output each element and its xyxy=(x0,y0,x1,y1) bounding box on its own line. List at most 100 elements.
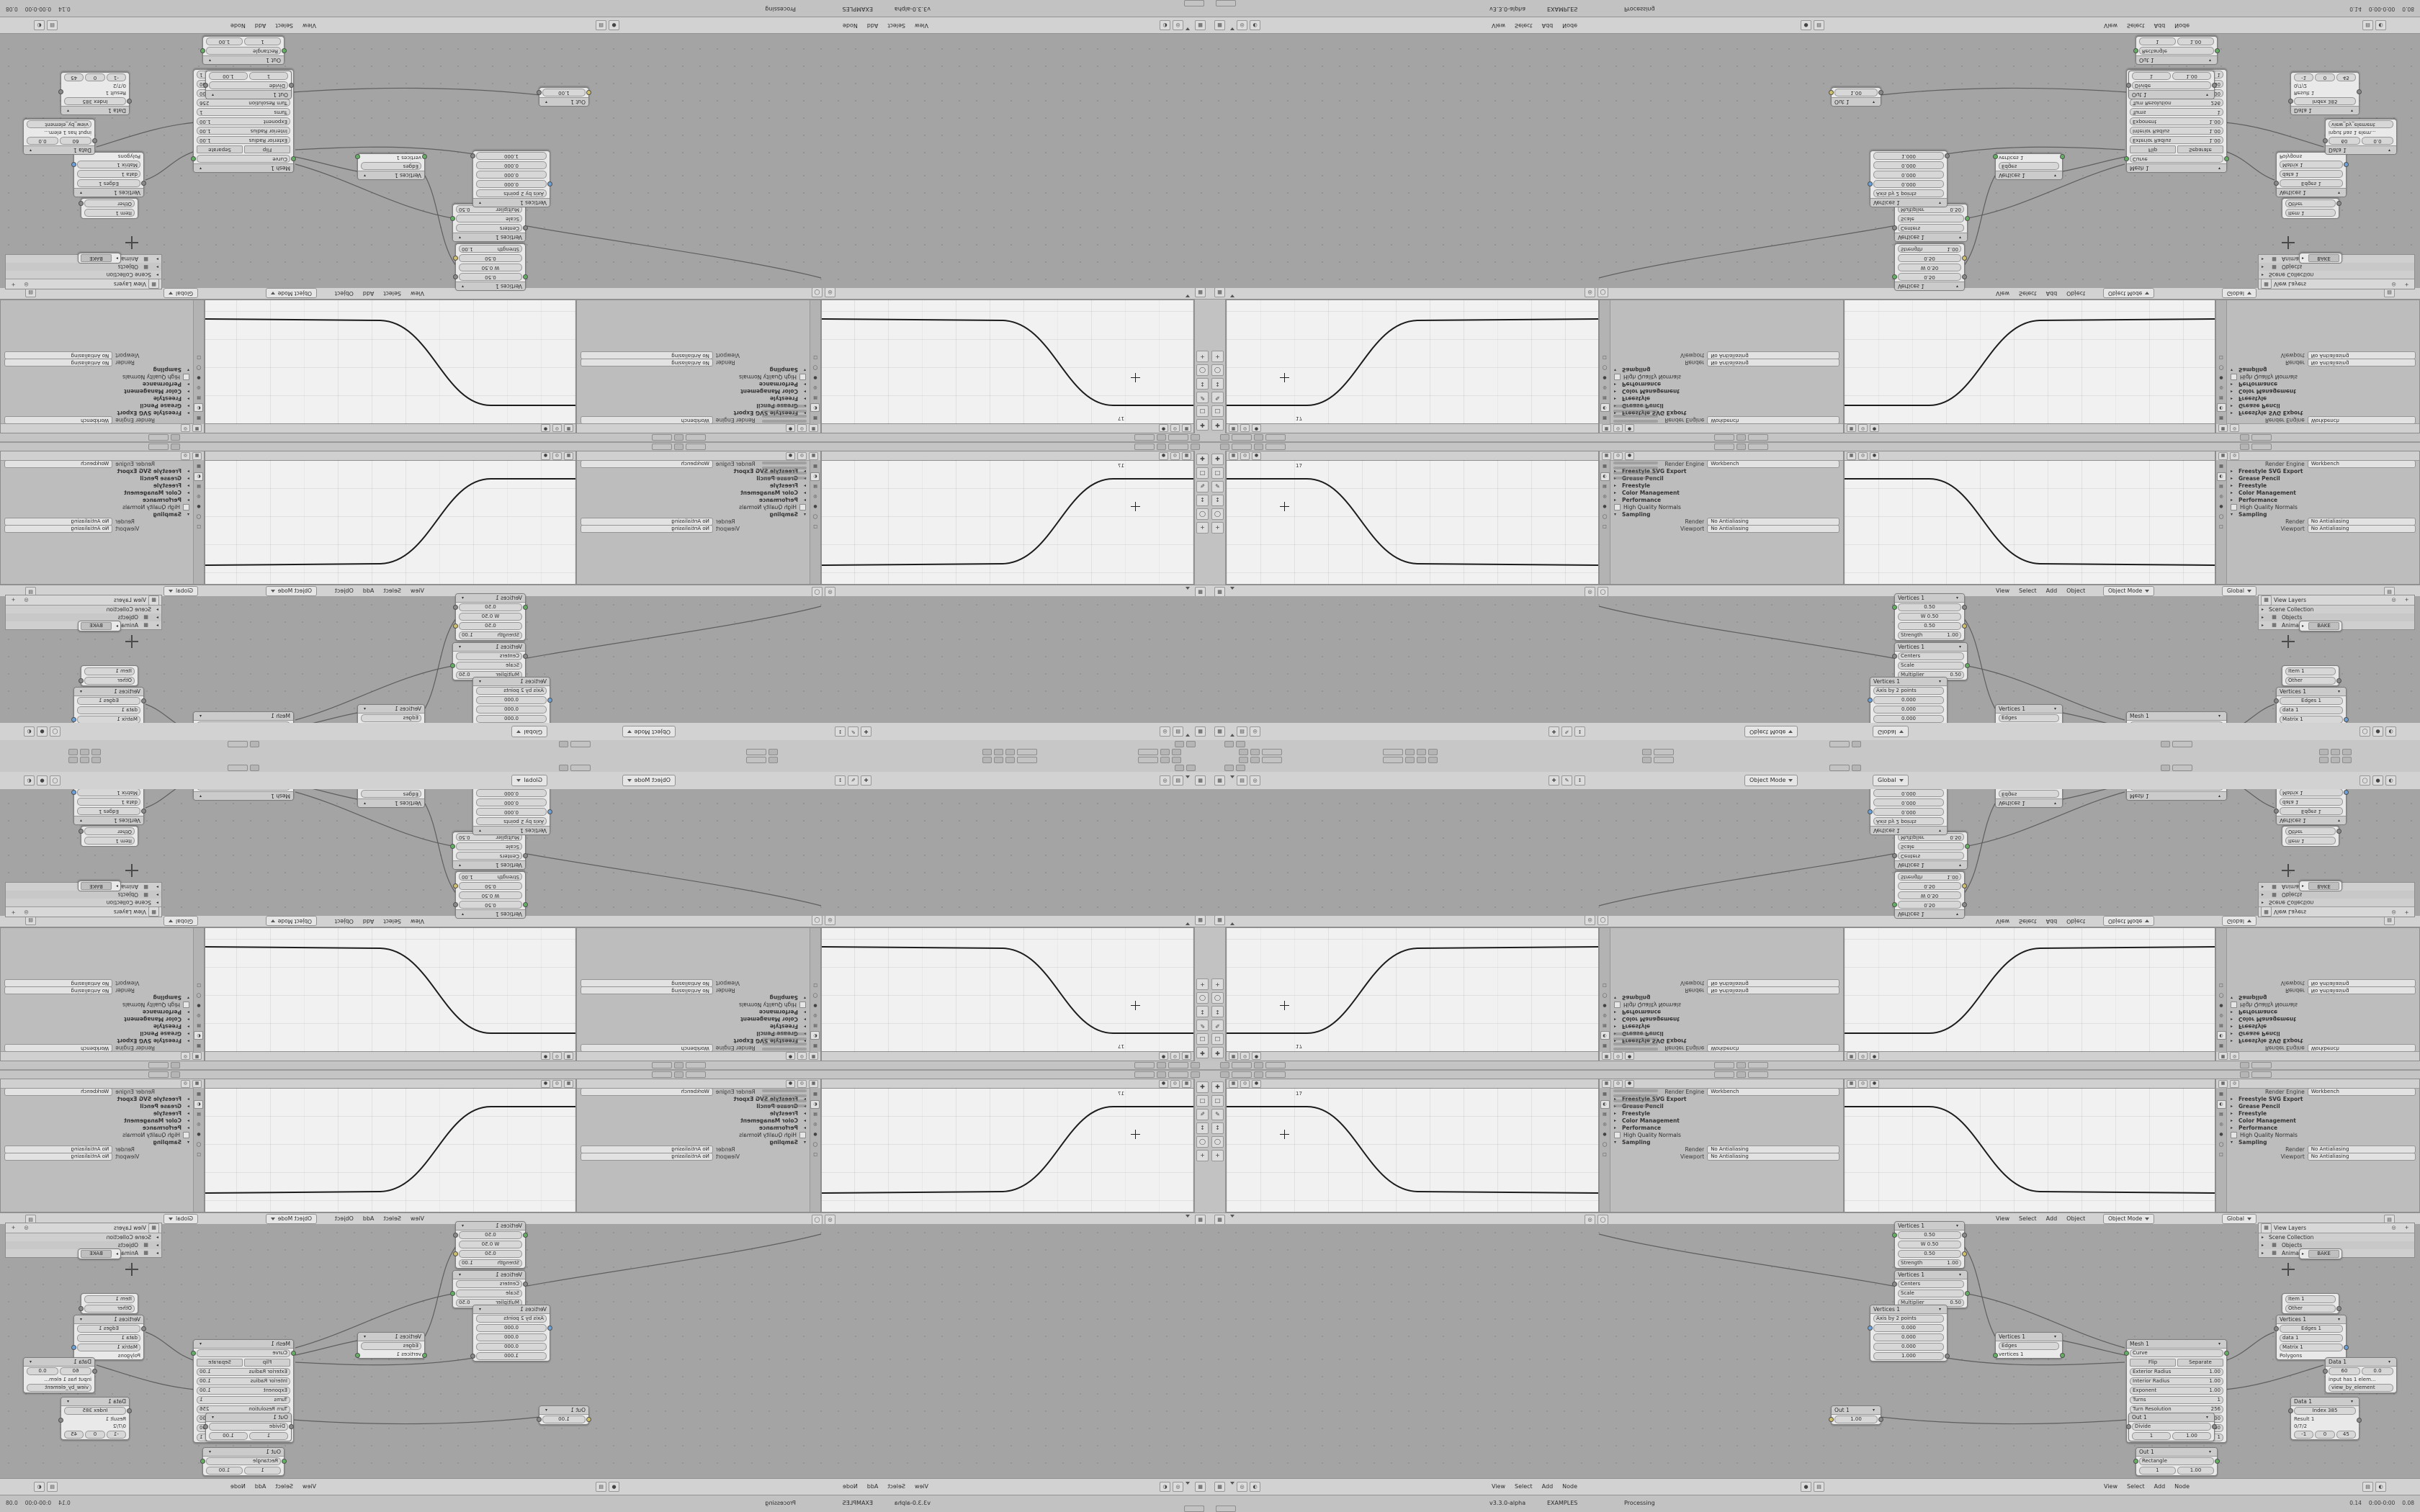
render-aa-dropdown[interactable]: No Antialiasing xyxy=(2307,359,2416,367)
value-field[interactable]: 1 xyxy=(2132,72,2171,80)
checkbox[interactable] xyxy=(1614,374,1621,381)
checkbox[interactable] xyxy=(2231,1002,2237,1009)
socket-icon[interactable] xyxy=(355,1353,360,1358)
info-chip[interactable] xyxy=(1748,434,1768,441)
outliner-item-scene-collection[interactable]: ▸Scene Collection xyxy=(2262,606,2314,613)
section-row[interactable]: ▸Freestyle SVG Export xyxy=(2231,1095,2303,1102)
filter-icon[interactable]: ◎ xyxy=(2230,451,2239,460)
section-row[interactable]: ▸Freestyle xyxy=(2231,395,2267,402)
socket-icon[interactable] xyxy=(547,809,552,814)
socket-icon[interactable] xyxy=(2060,1353,2065,1358)
curve-editor-2[interactable]: ▦ ◎ ● xyxy=(1844,451,2215,585)
toolbar-button[interactable] xyxy=(746,757,766,763)
tab-scene-icon[interactable]: ● xyxy=(813,1132,817,1137)
node-matrix[interactable]: Vertices 1▾ Edges 1 data 1 Matrix 1 Poly… xyxy=(2274,789,2349,825)
editor-type-icon[interactable]: ▦ xyxy=(2218,424,2228,433)
value-field[interactable]: 0.50 xyxy=(1898,882,1961,890)
orientation-dropdown[interactable]: Global xyxy=(2222,1214,2257,1224)
render-engine-dropdown[interactable]: Workbench xyxy=(4,416,113,425)
info-chip[interactable] xyxy=(1265,434,1286,441)
node-axis[interactable]: Vertices 1▾ Axis by 2 points 0.000 0.000… xyxy=(1868,150,1950,207)
node-edges[interactable]: Vertices 1▾ Edges vertices 1 xyxy=(357,789,425,808)
enum-dropdown[interactable]: data 1 xyxy=(2280,706,2343,714)
key-icon[interactable]: ● xyxy=(1252,451,1261,460)
checkbox[interactable] xyxy=(183,1131,189,1138)
info-chip[interactable] xyxy=(652,434,672,441)
value-field[interactable]: 1.00 xyxy=(2177,37,2214,45)
socket-icon[interactable] xyxy=(79,829,84,834)
render-aa-dropdown[interactable]: No Antialiasing xyxy=(581,986,713,995)
info-chip[interactable] xyxy=(1232,434,1252,441)
node-editor-canvas[interactable]: ▦ View Layers ◎ + ▸Scene Collection ▸▦Ob… xyxy=(0,1221,1210,1476)
node-edges[interactable]: Vertices 1▾ Edges vertices 1 xyxy=(355,153,427,180)
curve-editor-1[interactable]: ▦ ◎ ● 17 xyxy=(821,451,1194,585)
cursor-crosshair-icon[interactable] xyxy=(1280,1001,1289,1010)
select-tool-icon[interactable]: ✚ xyxy=(1211,419,1224,431)
orientation-dropdown[interactable]: Global xyxy=(511,726,547,737)
socket-icon[interactable] xyxy=(2126,1424,2131,1429)
snap-icon[interactable]: ◎ xyxy=(1173,20,1183,30)
info-chip[interactable] xyxy=(686,1062,706,1068)
toolbar-button[interactable] xyxy=(2331,749,2340,755)
tab-render-icon[interactable]: ◐ xyxy=(1600,403,1610,412)
outliner-item-scene-collection[interactable]: ▸Scene Collection xyxy=(2262,271,2314,278)
menu-add[interactable]: Add xyxy=(254,1483,266,1490)
section-row[interactable]: ▸Color Management xyxy=(2231,489,2296,496)
menu-select[interactable]: Select xyxy=(275,22,294,29)
overlay-icon[interactable]: ◐ xyxy=(1250,20,1260,30)
menu-view[interactable]: View xyxy=(1492,1483,1505,1490)
info-chip[interactable] xyxy=(2240,434,2249,441)
tab-render-icon[interactable]: ◐ xyxy=(810,403,820,412)
editor-type-icon[interactable]: ▦ xyxy=(1602,451,1611,460)
section-row[interactable]: ▸Color Management xyxy=(1614,489,1680,496)
sampling-section-row[interactable]: ▾Sampling xyxy=(769,1138,807,1146)
flip-button[interactable]: Flip xyxy=(244,1359,290,1367)
socket-icon[interactable] xyxy=(450,663,455,668)
tab-viewlayer-icon[interactable]: ◎ xyxy=(2219,494,2223,499)
value-field[interactable]: 1 xyxy=(249,1432,288,1440)
separate-button[interactable]: Separate xyxy=(197,145,243,153)
socket-icon[interactable] xyxy=(1892,1233,1897,1238)
section-row[interactable]: ▸Freestyle SVG Export xyxy=(2231,410,2303,417)
socket-icon[interactable] xyxy=(2288,1408,2293,1413)
section-row[interactable]: ▸Performance xyxy=(758,1124,806,1131)
snap-icon[interactable]: ◎ xyxy=(1585,1215,1595,1225)
info-chip[interactable] xyxy=(1232,444,1252,450)
parent-icon[interactable]: ▤ xyxy=(596,1482,606,1492)
section-row[interactable]: ▸Performance xyxy=(2231,496,2278,503)
info-chip[interactable] xyxy=(1168,434,1188,441)
socket-icon[interactable] xyxy=(92,138,97,143)
section-row[interactable]: ▸Grease Pencil xyxy=(140,474,189,482)
section-row[interactable]: ▸Performance xyxy=(758,496,806,503)
section-row[interactable]: ▸Color Management xyxy=(1614,1117,1680,1124)
scale-tool-icon[interactable]: ↕ xyxy=(1211,1006,1224,1017)
socket-icon[interactable] xyxy=(1962,605,1967,610)
socket-icon[interactable] xyxy=(71,1345,76,1350)
tab-tool-icon[interactable]: ▦ xyxy=(2219,1043,2223,1048)
enum-dropdown[interactable]: Centers xyxy=(456,652,522,660)
render-engine-dropdown[interactable]: Workbench xyxy=(1707,1044,1839,1053)
toolbar-button[interactable] xyxy=(982,757,992,763)
section-row[interactable]: ▸Freestyle SVG Export xyxy=(2231,1038,2303,1045)
key-icon[interactable]: ● xyxy=(541,424,550,433)
section-row[interactable]: ▸Performance xyxy=(758,381,806,388)
navigation-gizmo-icon[interactable] xyxy=(125,864,138,877)
socket-icon[interactable] xyxy=(2126,83,2131,88)
render-engine-dropdown[interactable]: Workbench xyxy=(581,1087,713,1096)
section-row[interactable]: ▸Freestyle xyxy=(1614,395,1651,402)
navigation-gizmo-icon[interactable] xyxy=(125,1263,138,1276)
checkbox[interactable] xyxy=(2231,374,2237,381)
add-tool-icon[interactable]: + xyxy=(1196,522,1209,534)
enum-dropdown[interactable]: Scale xyxy=(1898,842,1964,850)
socket-icon[interactable] xyxy=(1868,181,1873,186)
menu-add[interactable]: Add xyxy=(362,290,375,297)
enum-dropdown[interactable]: Other xyxy=(2285,677,2336,685)
snap-icon[interactable]: ◎ xyxy=(1237,1482,1247,1492)
value-field[interactable]: 0.50 xyxy=(459,901,522,909)
